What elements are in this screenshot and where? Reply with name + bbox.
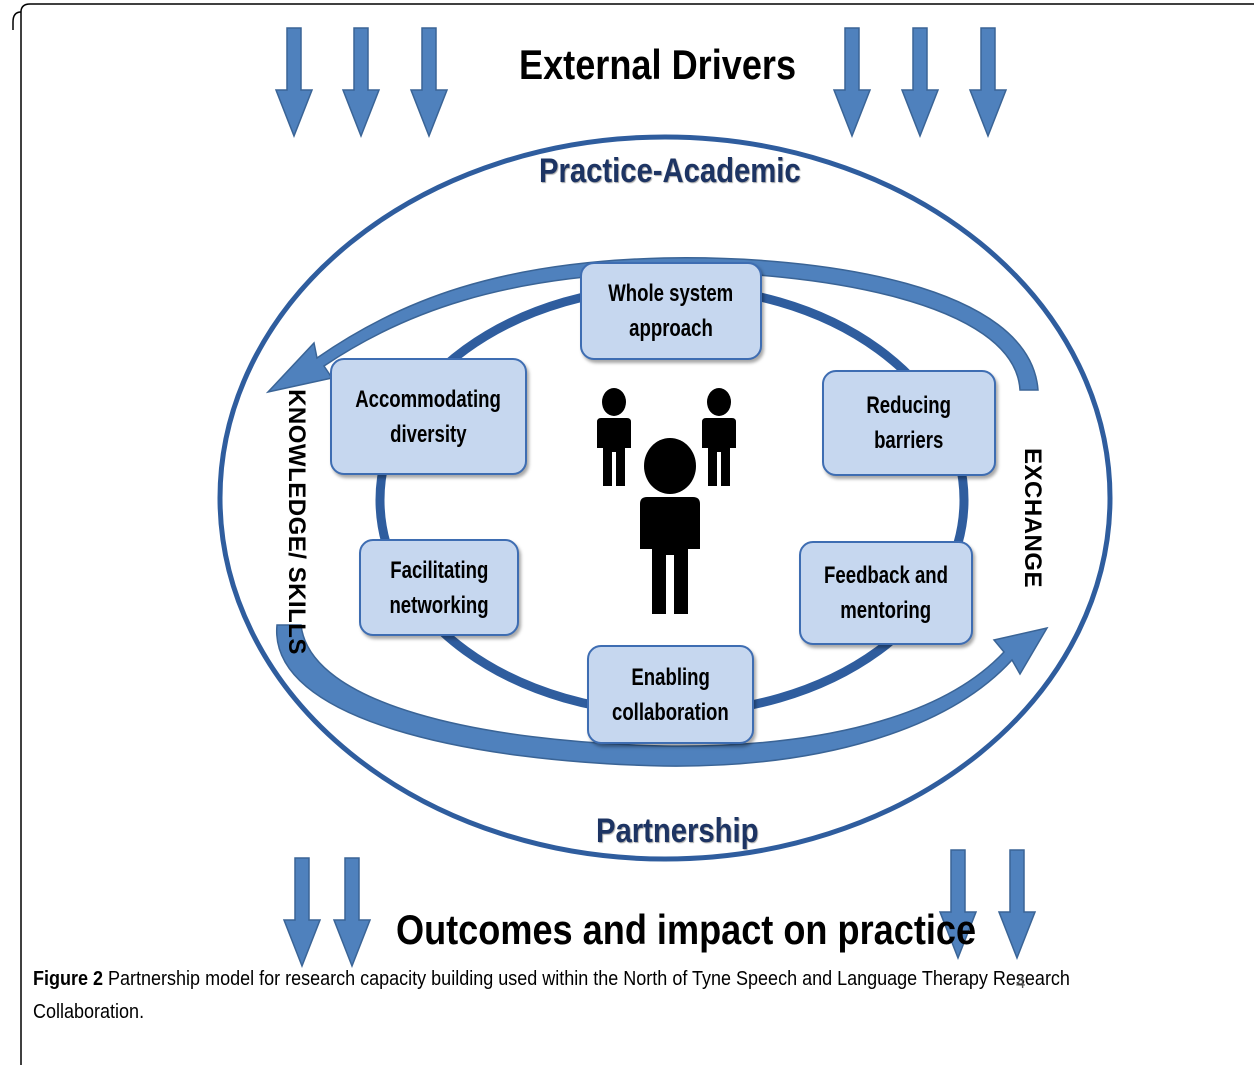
box-text-line: Feedback and: [824, 562, 948, 589]
down-arrow-icon: [410, 27, 448, 137]
down-arrow-icon: [342, 27, 380, 137]
down-arrow-icon: [333, 857, 371, 967]
people-icon: [597, 388, 736, 614]
box-text-line: Accommodating: [355, 385, 502, 413]
exchange-label: EXCHANGE: [1019, 447, 1046, 589]
box-text-line: Whole system: [608, 280, 734, 307]
caption-label: Figure 2: [33, 968, 104, 990]
box-feedback-mentoring: Feedback and mentoring: [799, 541, 973, 645]
box-text-line: networking: [389, 591, 489, 619]
box-text-line: mentoring: [840, 597, 932, 624]
down-arrow-icon: [283, 857, 321, 967]
outer-ring: [217, 134, 1113, 862]
box-text-line: Reducing: [866, 392, 952, 419]
box-accommodating-diversity: Accommodating diversity: [330, 358, 527, 475]
box-text-line: Enabling: [631, 663, 710, 691]
down-arrow-icon: [833, 27, 871, 137]
bottom-curved-arrow: [276, 624, 1049, 767]
box-text-line: barriers: [874, 427, 944, 454]
figure-caption: Figure 2 Partnership model for research …: [33, 963, 1127, 1029]
knowledge-skills-label: KNOWLEDGE/ SKILLS: [283, 389, 310, 655]
external-drivers-heading: External Drivers: [519, 41, 797, 88]
box-text-line: approach: [629, 315, 713, 342]
box-facilitating-networking: Facilitating networking: [359, 539, 519, 636]
page-number: 4: [1016, 973, 1026, 992]
down-arrow-icon: [969, 27, 1007, 137]
box-enabling-collaboration: Enabling collaboration: [587, 645, 754, 744]
practice-academic-label: Practice-Academic: [539, 152, 801, 190]
down-arrow-icon: [998, 849, 1036, 959]
caption-text: Partnership model for research capacity …: [33, 968, 1070, 1023]
down-arrow-icon: [275, 27, 313, 137]
down-arrow-icon: [901, 27, 939, 137]
partnership-label: Partnership: [596, 812, 759, 850]
box-reducing-barriers: Reducing barriers: [822, 370, 996, 476]
box-text-line: diversity: [390, 420, 467, 448]
box-text-line: collaboration: [612, 698, 729, 726]
box-whole-system-approach: Whole system approach: [580, 262, 762, 360]
outcomes-heading: Outcomes and impact on practice: [396, 906, 977, 953]
box-text-line: Facilitating: [389, 556, 489, 584]
top-curved-arrow: [265, 257, 1039, 394]
